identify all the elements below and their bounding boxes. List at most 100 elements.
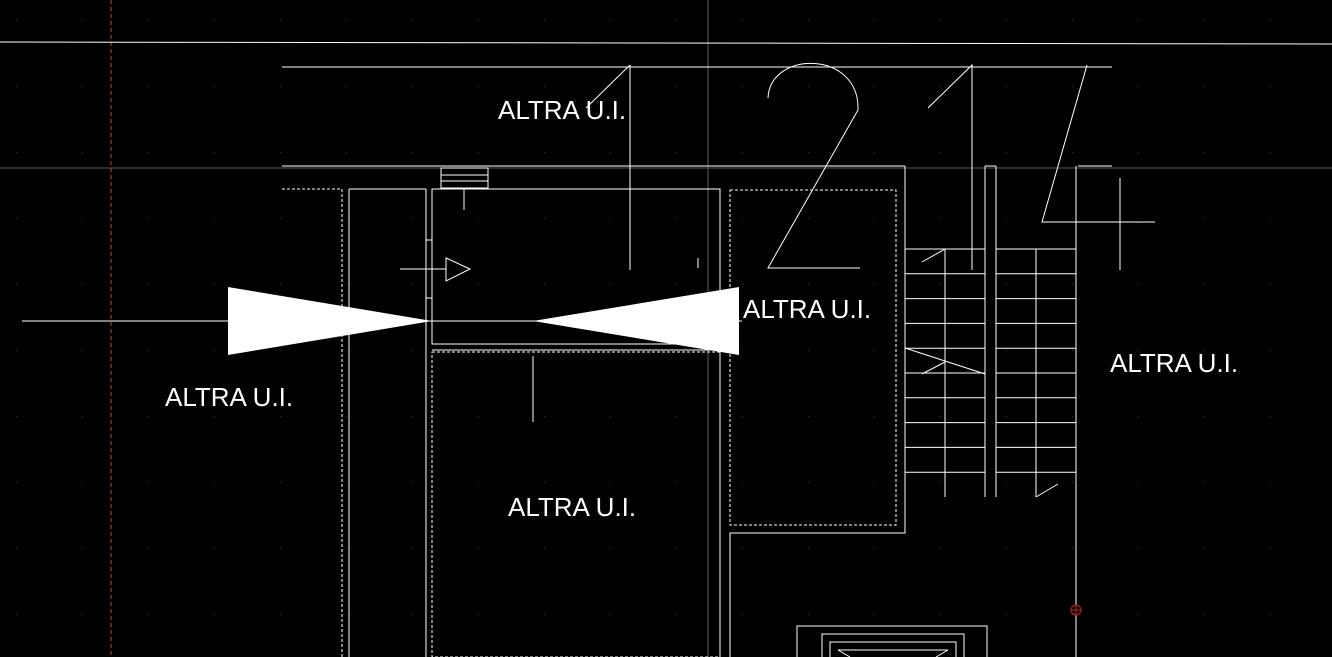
grid-dot: [940, 548, 941, 549]
grid-dot: [1204, 350, 1205, 351]
grid-dot: [82, 152, 83, 153]
grid-dot: [874, 152, 875, 153]
grid-dot: [1138, 20, 1139, 21]
grid-dot: [280, 614, 281, 615]
grid-dot: [346, 482, 347, 483]
grid-dot: [874, 548, 875, 549]
grid-dot: [478, 416, 479, 417]
grid-dot: [412, 86, 413, 87]
grid-dot: [610, 20, 611, 21]
grid-dot: [610, 416, 611, 417]
grid-dot: [82, 416, 83, 417]
grid-dot: [610, 218, 611, 219]
grid-dot: [610, 614, 611, 615]
section-marker-left-icon[interactable]: [228, 287, 432, 355]
stair-direction-line: [1035, 483, 1059, 498]
grid-dot: [214, 416, 215, 417]
grid-dot: [1006, 284, 1007, 285]
staircase[interactable]: [904, 165, 1076, 498]
grid-dot: [676, 548, 677, 549]
grid-dot: [544, 152, 545, 153]
label-middle-center: ALTRA U.I.: [743, 294, 871, 324]
grid-dot: [1204, 284, 1205, 285]
grid-dot: [82, 86, 83, 87]
grid-dot: [280, 284, 281, 285]
grid-dot: [1072, 218, 1073, 219]
room-right-outline[interactable]: [729, 166, 906, 657]
grid-dot: [1204, 152, 1205, 153]
grid-dot: [82, 218, 83, 219]
grid-dot: [874, 350, 875, 351]
grid-dot: [940, 86, 941, 87]
grid-dot: [412, 218, 413, 219]
grid-dot: [412, 152, 413, 153]
grid-dot: [940, 416, 941, 417]
room-right-dashed[interactable]: [729, 189, 897, 526]
grid-dot: [214, 350, 215, 351]
grid-dot: [214, 152, 215, 153]
grid-dot: [940, 152, 941, 153]
grid-dot: [1072, 614, 1073, 615]
grid-dot: [874, 482, 875, 483]
grid-dot: [1270, 86, 1271, 87]
grid-dot: [16, 284, 17, 285]
grid-dot: [940, 218, 941, 219]
grid-dot: [808, 548, 809, 549]
grid-dot: [478, 548, 479, 549]
grid-dot: [544, 614, 545, 615]
grid-dot: [412, 482, 413, 483]
grid-dot: [148, 152, 149, 153]
grid-dot: [808, 20, 809, 21]
shaft-element[interactable]: [796, 625, 988, 657]
grid-dot: [478, 482, 479, 483]
grid-dot: [1072, 284, 1073, 285]
grid-dot: [346, 350, 347, 351]
grid-dot: [82, 284, 83, 285]
grid-dot: [1270, 482, 1271, 483]
grid-dot: [1006, 548, 1007, 549]
grid-dot: [676, 218, 677, 219]
grid-dot: [16, 482, 17, 483]
grid-dot: [1138, 614, 1139, 615]
grid-dot: [1006, 152, 1007, 153]
grid-dot: [214, 86, 215, 87]
grid-dot: [1204, 548, 1205, 549]
grid-dot: [82, 482, 83, 483]
grid-dot: [82, 350, 83, 351]
grid-dot: [1138, 218, 1139, 219]
vent-grille[interactable]: [440, 167, 489, 210]
grid-dot: [940, 20, 941, 21]
grid-dot: [808, 86, 809, 87]
grid-dot: [214, 614, 215, 615]
grid-dot: [346, 284, 347, 285]
grid-dot: [478, 20, 479, 21]
grid-dot: [544, 482, 545, 483]
grid-dot: [808, 482, 809, 483]
wall-line-top[interactable]: [0, 41, 1332, 45]
grid-dot: [280, 20, 281, 21]
grid-dot: [1006, 350, 1007, 351]
grid-dot: [1006, 86, 1007, 87]
grid-dot: [808, 614, 809, 615]
grid-dot: [544, 86, 545, 87]
grid-dot: [874, 218, 875, 219]
grid-dot: [610, 86, 611, 87]
grid-dot: [1138, 86, 1139, 87]
grid-dot: [1204, 20, 1205, 21]
grid-dot: [280, 482, 281, 483]
grid-dot: [280, 350, 281, 351]
section-marker-right-icon[interactable]: [533, 287, 739, 355]
snap-grid: [16, 20, 1271, 615]
grid-dot: [1006, 20, 1007, 21]
grid-dot: [148, 20, 149, 21]
grid-dot: [214, 218, 215, 219]
grid-dot: [214, 284, 215, 285]
grid-dot: [412, 416, 413, 417]
grid-dot: [544, 218, 545, 219]
grid-dot: [874, 614, 875, 615]
grid-dot: [148, 416, 149, 417]
grid-dot: [742, 152, 743, 153]
crosshair-marker-icon[interactable]: [1070, 604, 1082, 616]
grid-dot: [676, 614, 677, 615]
